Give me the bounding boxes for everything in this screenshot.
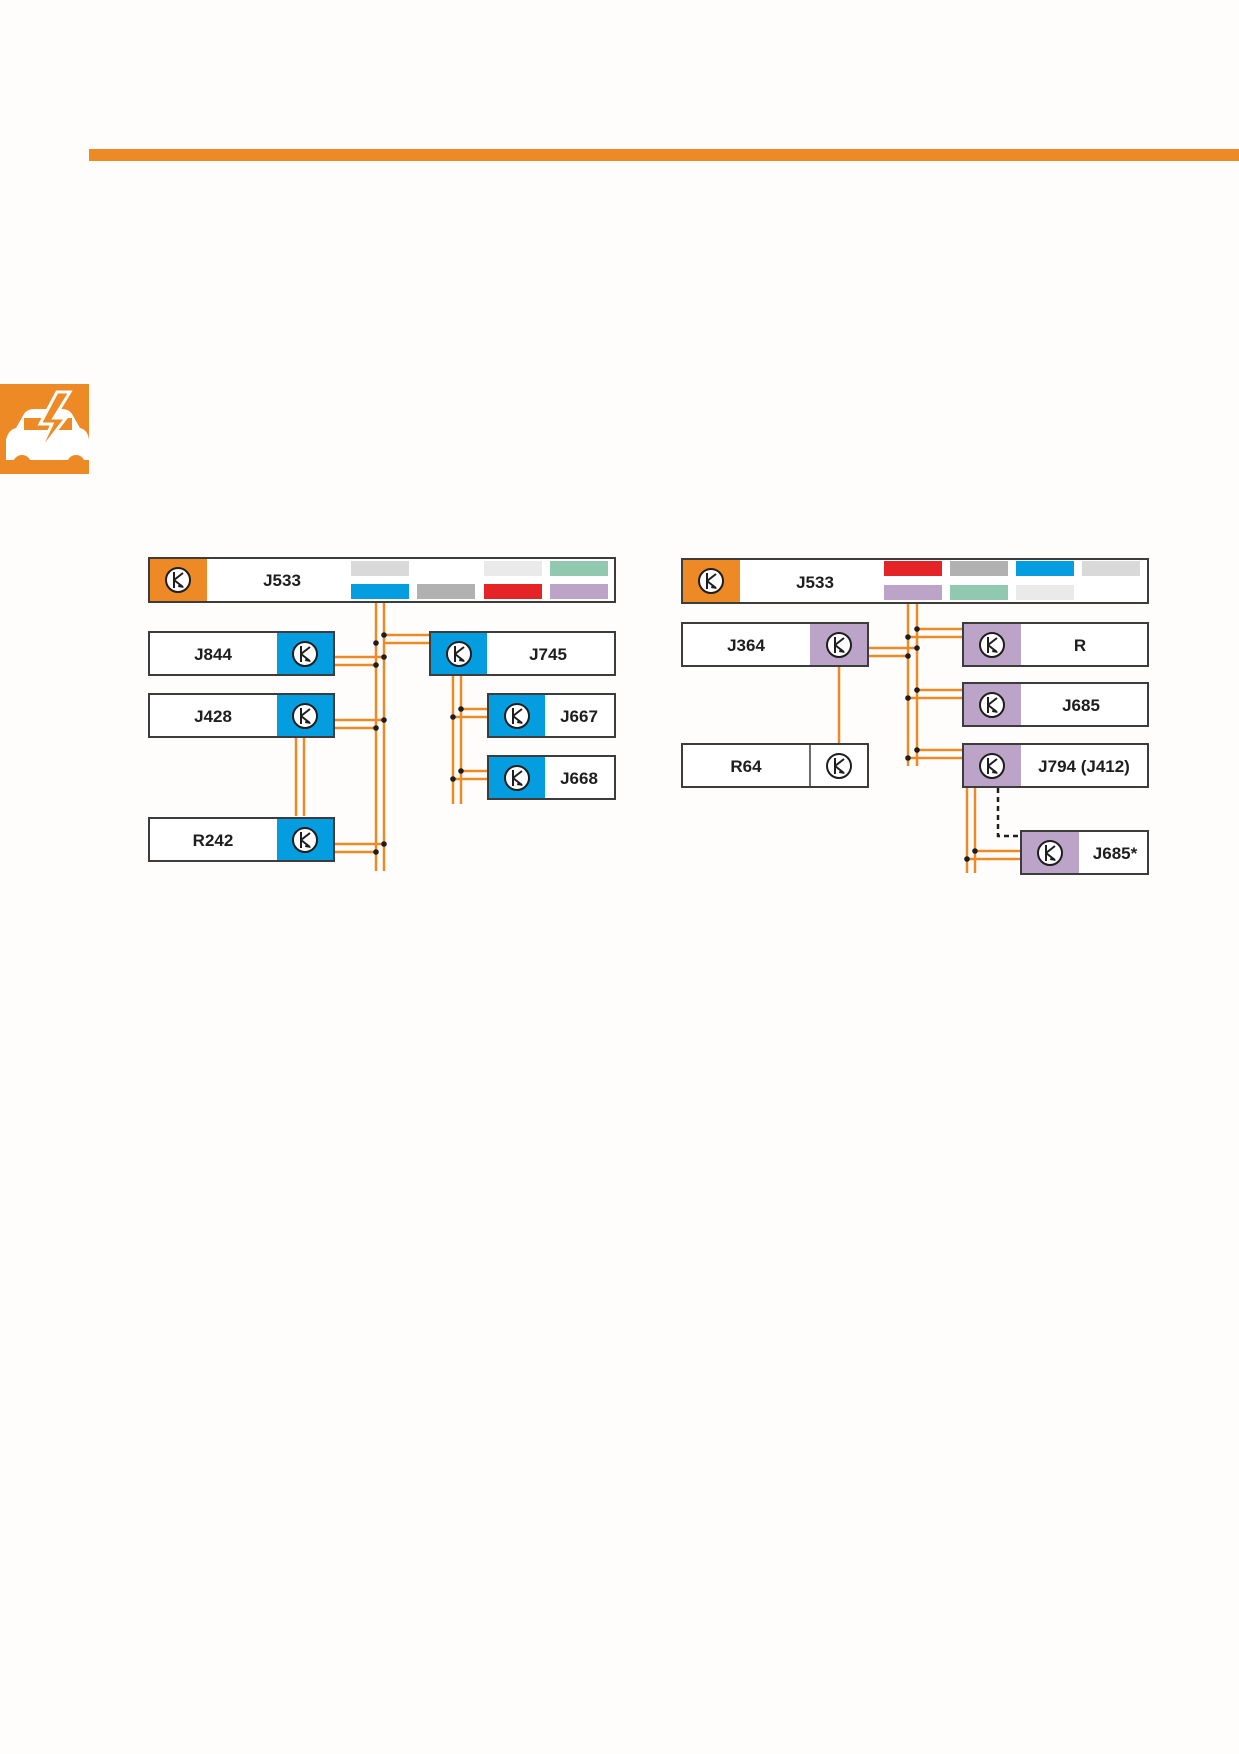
color-legend — [884, 561, 1140, 600]
transistor-icon — [979, 753, 1005, 779]
module-label: J428 — [194, 707, 232, 726]
transistor-icon — [826, 753, 852, 779]
module-j667: J667 — [487, 693, 616, 738]
module-label: J794 (J412) — [1038, 757, 1130, 776]
gateway-j533: J533 — [148, 557, 616, 603]
module-j685: J685 — [962, 682, 1149, 727]
module-r64: R64 — [681, 743, 869, 788]
module-j745: J745 — [429, 631, 616, 676]
module-j794: J794 (J412) — [962, 743, 1149, 788]
module-label: J364 — [727, 636, 765, 655]
module-label: J685* — [1093, 844, 1138, 863]
transistor-icon — [826, 632, 852, 658]
transistor-icon — [165, 567, 191, 593]
module-label: J685 — [1062, 696, 1100, 715]
transistor-icon — [698, 568, 724, 594]
module-r242: R242 — [148, 817, 335, 862]
module-j844: J844 — [148, 631, 335, 676]
module-j428: J428 — [148, 693, 335, 738]
junction-dots — [373, 632, 464, 855]
bus-wires — [837, 603, 1021, 873]
module-label: J667 — [560, 707, 598, 726]
module-label: R — [1074, 636, 1086, 655]
transistor-icon — [504, 703, 530, 729]
module-label: R242 — [193, 831, 234, 850]
module-j685-star: J685* — [1020, 830, 1149, 875]
gateway-j533: J533 — [681, 558, 1149, 604]
transistor-icon — [292, 703, 318, 729]
transistor-icon — [979, 632, 1005, 658]
transistor-icon — [1037, 840, 1063, 866]
diagram-right: J533 J364 R64 R J685 — [681, 558, 1149, 875]
section-badge — [0, 384, 89, 474]
diagram-left: J533 J844 J428 R242 J745 — [148, 557, 616, 871]
gateway-label: J533 — [796, 573, 834, 592]
bus-wires — [294, 603, 488, 871]
module-j364: J364 — [681, 622, 869, 667]
module-label: J745 — [529, 645, 567, 664]
transistor-icon — [292, 827, 318, 853]
module-label: J844 — [194, 645, 232, 664]
module-r: R — [962, 622, 1149, 667]
color-legend — [351, 561, 608, 599]
dashed-link — [996, 788, 1021, 838]
transistor-icon — [979, 692, 1005, 718]
module-j668: J668 — [487, 755, 616, 800]
gateway-label: J533 — [263, 571, 301, 590]
junction-dots — [905, 626, 978, 862]
transistor-icon — [292, 641, 318, 667]
car-electric-icon — [0, 384, 89, 474]
top-rule — [89, 149, 1239, 161]
transistor-icon — [446, 641, 472, 667]
module-label: J668 — [560, 769, 598, 788]
transistor-icon — [504, 765, 530, 791]
module-label: R64 — [730, 757, 762, 776]
